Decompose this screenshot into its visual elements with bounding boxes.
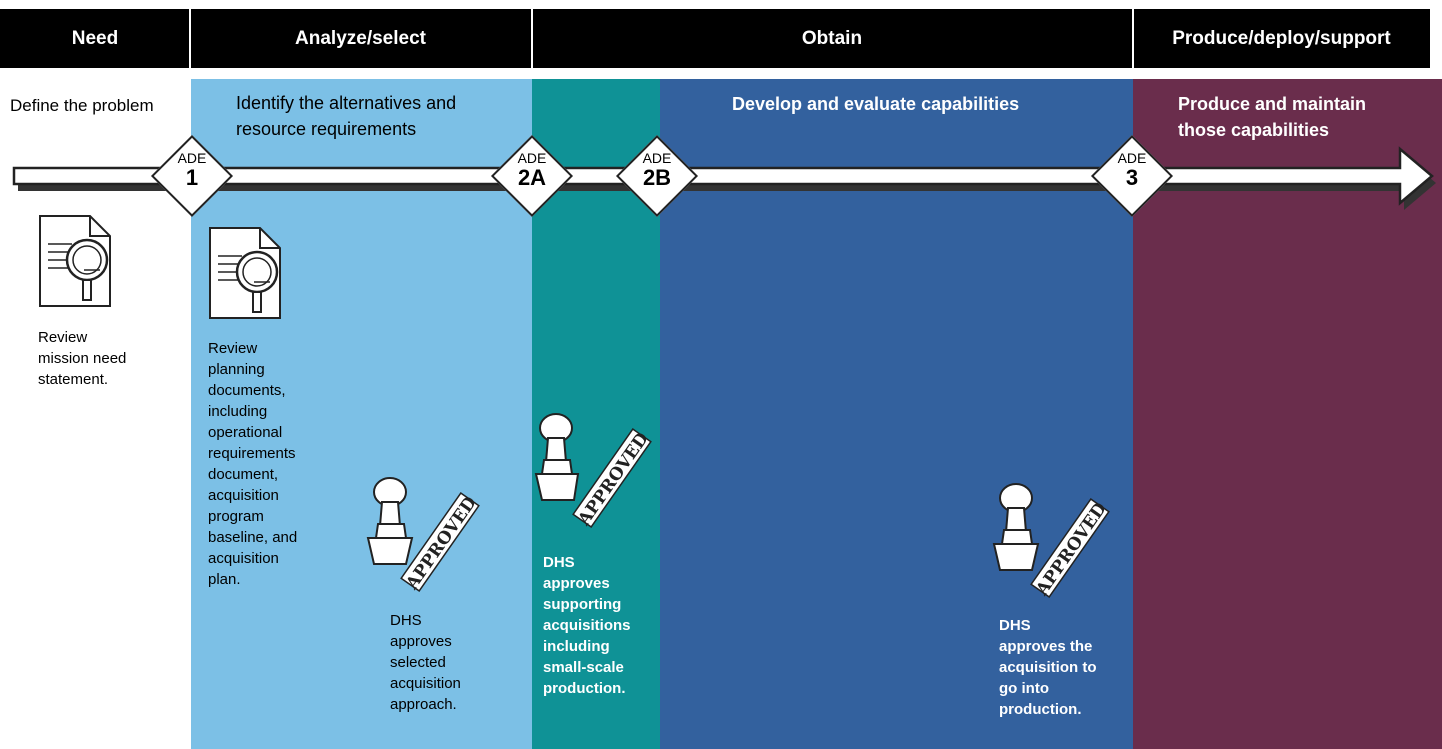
note-dhs-approves-production: DHS approves the acquisition to go into … bbox=[999, 615, 1097, 720]
note-line: production. bbox=[543, 680, 626, 697]
note-line: supporting bbox=[543, 596, 622, 613]
ade-2a-label: ADE 2A bbox=[492, 151, 572, 189]
note-line: Review bbox=[38, 329, 88, 346]
note-line: production. bbox=[999, 701, 1082, 718]
note-line: acquisition to bbox=[999, 659, 1097, 676]
section-define-problem: Define the problem bbox=[10, 96, 154, 115]
note-line: approach. bbox=[390, 696, 457, 713]
ade-2a-text: ADE bbox=[517, 150, 547, 166]
note-line: small-scale bbox=[543, 659, 624, 676]
note-line: document, bbox=[208, 466, 279, 483]
stamp-text: APPROVED bbox=[402, 493, 481, 594]
approved-stamp-icon: APPROVED bbox=[992, 483, 1111, 600]
header-divider bbox=[1132, 9, 1134, 68]
note-line: DHS bbox=[543, 554, 575, 571]
ade-3-text: ADE bbox=[1117, 150, 1147, 166]
note-line: acquisitions bbox=[543, 617, 631, 634]
note-line: Review bbox=[208, 340, 258, 357]
stamp-text: APPROVED bbox=[574, 429, 653, 530]
note-line: acquisition bbox=[390, 675, 461, 692]
ade-1-label: ADE 1 bbox=[152, 151, 232, 189]
header-divider bbox=[189, 9, 191, 68]
document-magnifier-icon bbox=[209, 227, 281, 319]
note-line: approves bbox=[543, 575, 610, 592]
note-dhs-approves-supporting: DHS approves supporting acquisitions inc… bbox=[543, 552, 631, 699]
note-line: operational bbox=[208, 424, 283, 441]
header-divider bbox=[531, 9, 533, 68]
section-produce-line1: Produce and maintain bbox=[1178, 94, 1367, 114]
note-review-mission-need: Review mission need statement. bbox=[38, 327, 126, 390]
note-line: acquisition bbox=[208, 550, 279, 567]
note-line: statement. bbox=[38, 371, 109, 388]
note-line: baseline, and bbox=[208, 529, 298, 546]
note-line: DHS bbox=[999, 617, 1031, 634]
section-identify-alternatives: Identify the alternatives and resource r… bbox=[236, 90, 456, 142]
note-line: planning bbox=[208, 361, 265, 378]
note-line: plan. bbox=[208, 571, 241, 588]
note-dhs-approves-selected: DHS approves selected acquisition approa… bbox=[390, 610, 461, 715]
phase-obtain: Obtain bbox=[531, 9, 1133, 68]
section-identify-line2: resource requirements bbox=[236, 119, 417, 139]
note-line: requirements bbox=[208, 445, 296, 462]
note-line: program bbox=[208, 508, 264, 525]
ade-2a-number: 2A bbox=[517, 165, 547, 190]
ade-1-text: ADE bbox=[177, 150, 207, 166]
phase-produce-deploy-support: Produce/deploy/support bbox=[1133, 9, 1430, 68]
ade-3-number: 3 bbox=[1125, 165, 1139, 190]
note-line: mission need bbox=[38, 350, 127, 367]
note-review-planning-documents: Review planning documents, including ope… bbox=[208, 338, 297, 590]
section-produce-maintain: Produce and maintain those capabilities bbox=[1178, 91, 1366, 143]
ade-1-number: 1 bbox=[185, 165, 199, 190]
note-line: approves bbox=[390, 633, 452, 650]
ade-2b-text: ADE bbox=[642, 150, 672, 166]
section-develop-evaluate: Develop and evaluate capabilities bbox=[732, 94, 1020, 114]
timeline-arrow bbox=[12, 146, 1436, 210]
ade-2b-number: 2B bbox=[642, 165, 672, 190]
note-line: documents, bbox=[208, 382, 286, 399]
note-line: including bbox=[208, 403, 268, 420]
document-magnifier-icon bbox=[39, 215, 111, 307]
note-line: approves the bbox=[999, 638, 1093, 655]
stamp-text: APPROVED bbox=[1032, 499, 1111, 600]
approved-stamp-icon: APPROVED bbox=[534, 413, 653, 530]
note-line: go into bbox=[999, 680, 1049, 697]
section-produce-line2: those capabilities bbox=[1178, 120, 1330, 140]
phase-analyze-select: Analyze/select bbox=[190, 9, 531, 68]
ade-2b-label: ADE 2B bbox=[617, 151, 697, 189]
note-line: acquisition bbox=[208, 487, 279, 504]
note-line: including bbox=[543, 638, 610, 655]
note-line: selected bbox=[390, 654, 446, 671]
approved-stamp-icon: APPROVED bbox=[366, 477, 481, 594]
section-identify-line1: Identify the alternatives and bbox=[236, 93, 457, 113]
phase-need: Need bbox=[0, 9, 190, 68]
note-line: DHS bbox=[390, 612, 422, 629]
ade-3-label: ADE 3 bbox=[1092, 151, 1172, 189]
